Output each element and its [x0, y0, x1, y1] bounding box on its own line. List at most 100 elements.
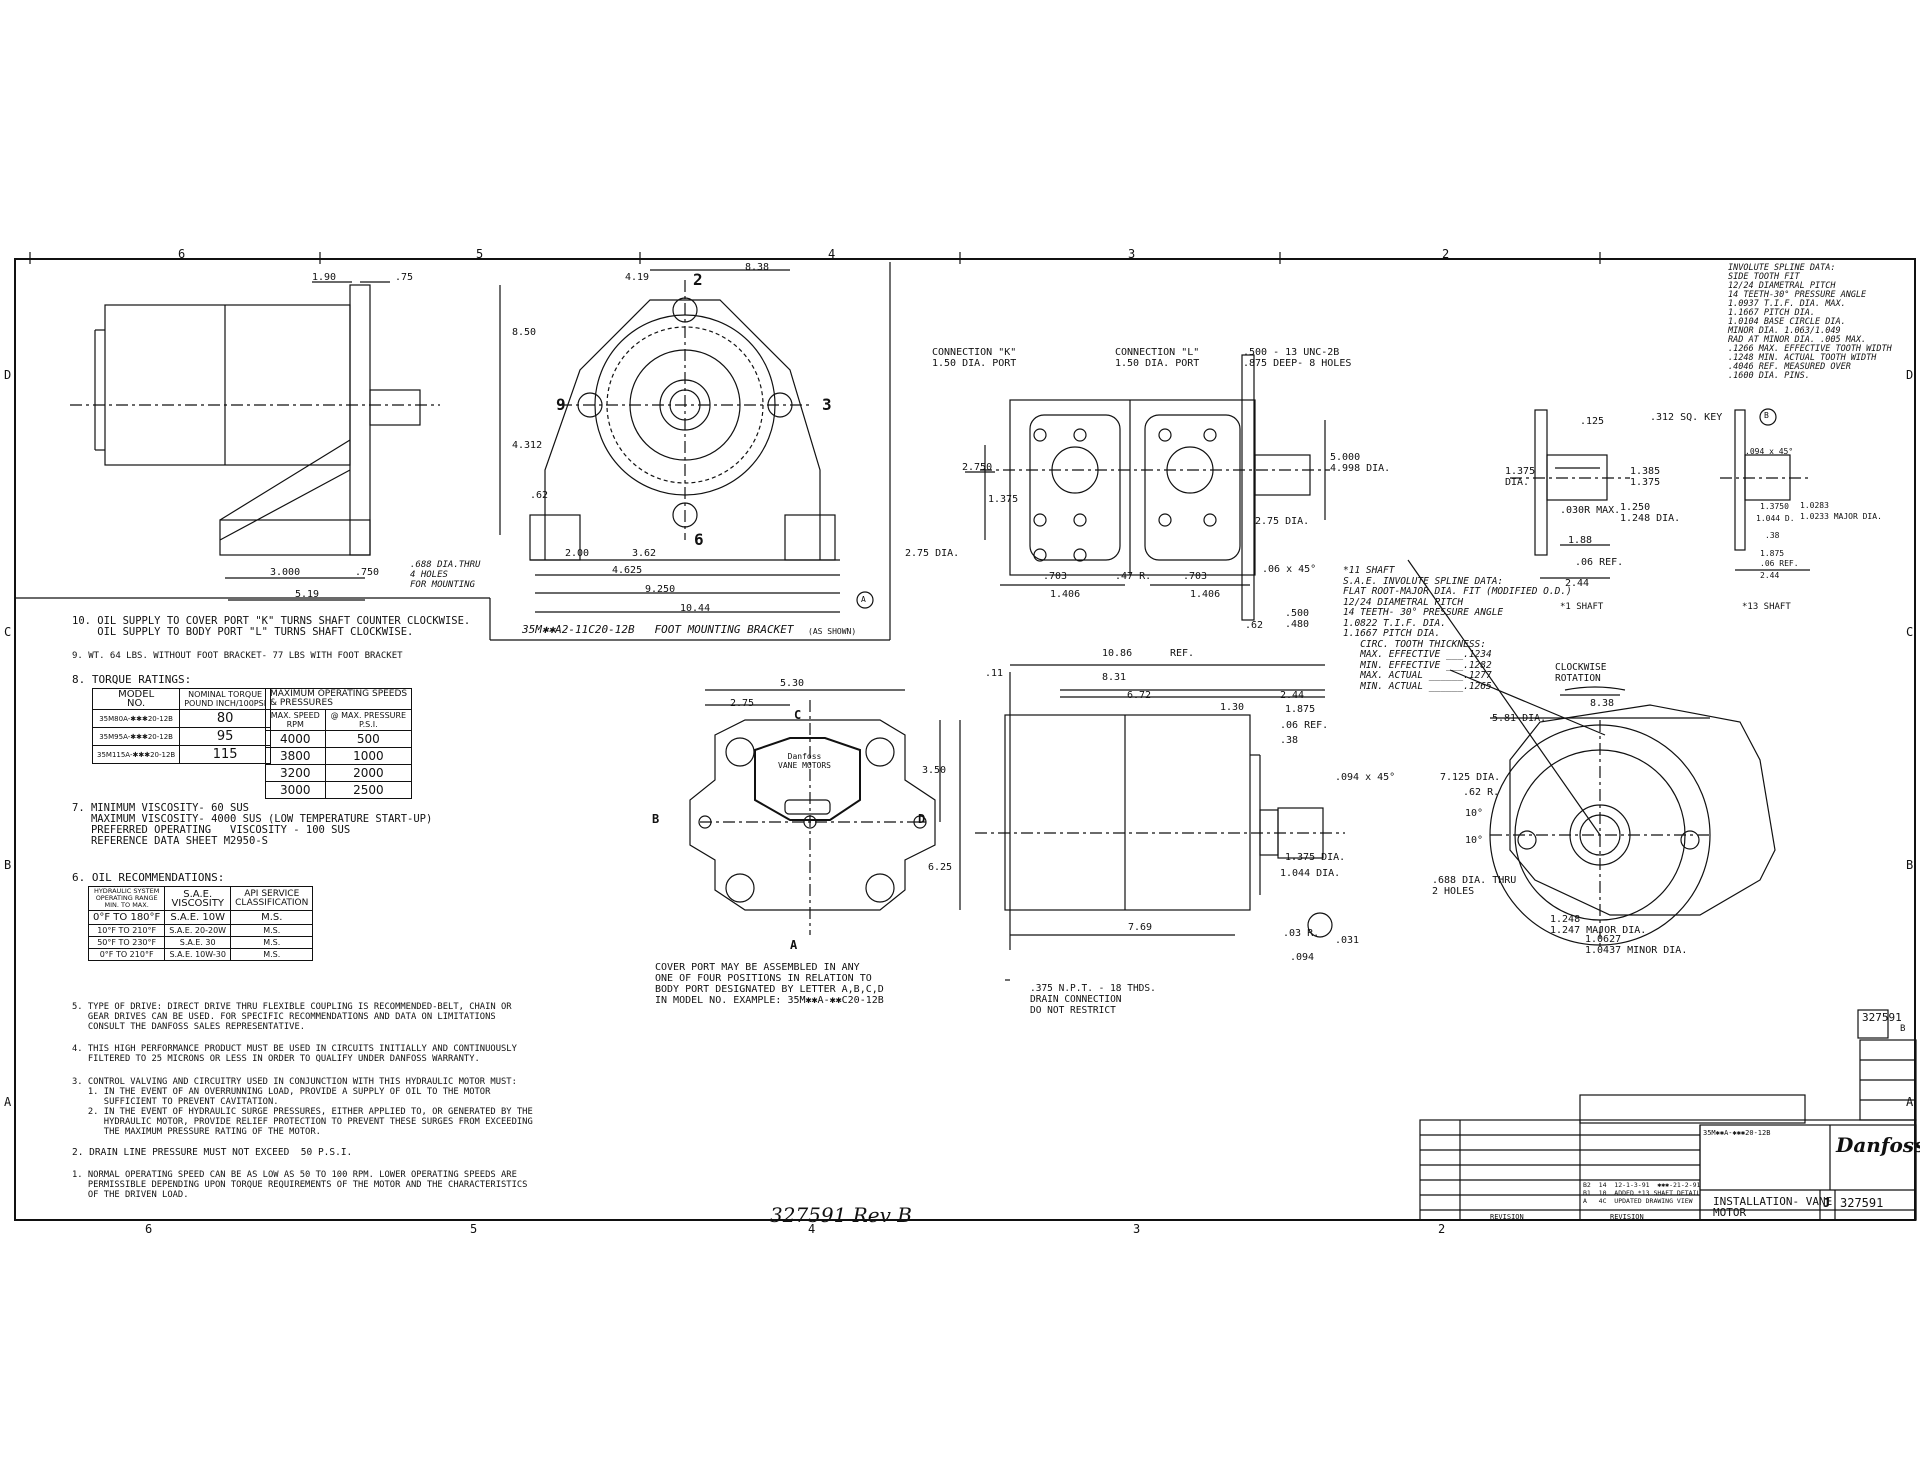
dim-elev-11: 1.375 DIA. — [1285, 852, 1346, 863]
dim-front-2: 2.75 — [730, 698, 755, 709]
dim-port-5: 1.406 — [1050, 589, 1081, 600]
oil-viscosity: S.A.E. 10W — [164, 910, 232, 925]
letter-c: C — [794, 708, 802, 722]
zone-top-4: 4 — [828, 247, 836, 261]
dim-spline-2: 1.3750 — [1760, 502, 1789, 511]
thread-label: .500 - 13 UNC-2B .875 DEEP- 8 HOLES — [1243, 347, 1352, 369]
dim-front-4: 6.25 — [928, 862, 953, 873]
dim-spline-1: .094 x 45° — [1745, 447, 1794, 456]
oil-header-range: HYDRAULIC SYSTEM OPERATING RANGE MIN. TO… — [87, 886, 166, 911]
port-label-2: 2 — [693, 270, 703, 289]
spline-circle-label: B — [1764, 411, 1769, 420]
oil-api: M.S. — [230, 948, 314, 961]
bracket-view — [499, 269, 874, 613]
handwritten-revision: 327591 Rev B — [770, 1203, 912, 1227]
speed-rpm: 4000 — [265, 730, 326, 748]
zone-right-b: B — [1906, 858, 1914, 872]
table-row: 35M115A-✱✱✱20-12B 115 — [91, 745, 272, 764]
dim-front-1: 5.30 — [780, 678, 805, 689]
revision-label-1: REVISION — [1490, 1213, 1524, 1221]
dim-shaft-3: 1.375 DIA. — [1505, 466, 1536, 488]
dim-spline-5: 1.875 — [1760, 549, 1785, 558]
revision-entry-1: B2 14 12-1-3-91 ✱✱✱-21-2-91 — [1583, 1181, 1701, 1189]
speed-table-title: MAXIMUM OPERATING SPEEDS & PRESSURES — [264, 688, 413, 710]
dim-port-8: 1.406 — [1190, 589, 1221, 600]
shaft-1-label: *1 SHAFT — [1560, 602, 1604, 612]
note-7: 7. MINIMUM VISCOSITY- 60 SUS MAXIMUM VIS… — [72, 802, 433, 847]
note-9: 9. WT. 64 LBS. WITHOUT FOOT BRACKET- 77 … — [72, 651, 403, 661]
dim-end-1: 8.38 — [1590, 698, 1615, 709]
bracket-circle-label: A — [861, 595, 866, 604]
zone-left-b: B — [4, 858, 12, 872]
dim-elev-7: 1.875 — [1285, 704, 1316, 715]
oil-api: M.S. — [230, 910, 314, 925]
dim-port-13: 5.000 4.998 DIA. — [1330, 452, 1391, 474]
dim-port-9: 2.75 DIA. — [1255, 516, 1310, 527]
note-10: 10. OIL SUPPLY TO COVER PORT "K" TURNS S… — [72, 615, 471, 638]
dim-port-3: 2.75 DIA. — [905, 548, 960, 559]
oil-viscosity: S.A.E. 10W-30 — [164, 948, 232, 961]
dim-elev-14: .11 — [985, 668, 1004, 679]
drain-note: .375 N.P.T. - 18 THDS. DRAIN CONNECTION … — [1030, 983, 1156, 1016]
connection-k-label: CONNECTION "K" 1.50 DIA. PORT — [932, 347, 1017, 369]
torque-model: 35M95A-✱✱✱20-12B — [91, 727, 181, 746]
revision-label-2: REVISION — [1610, 1213, 1644, 1221]
note-4: 4. THIS HIGH PERFORMANCE PRODUCT MUST BE… — [72, 1044, 517, 1064]
oil-viscosity: S.A.E. 20-20W — [164, 924, 232, 937]
speed-header-psi: @ MAX. PRESSURE P.S.I. — [324, 709, 413, 731]
drawing-size: J — [1823, 1196, 1831, 1210]
bracket-caption-note: (AS SHOWN) — [808, 627, 857, 636]
dim-front-3: 3.50 — [922, 765, 947, 776]
dim-elev-2: REF. — [1170, 648, 1195, 659]
oil-table: HYDRAULIC SYSTEM OPERATING RANGE MIN. TO… — [87, 886, 314, 961]
zone-right-d: D — [1906, 368, 1914, 382]
speed-psi: 1000 — [324, 747, 413, 765]
dim-end-7: .688 DIA. THRU 2 HOLES — [1432, 875, 1517, 897]
speed-table: MAXIMUM OPERATING SPEEDS & PRESSURES MAX… — [264, 688, 413, 799]
zone-top-5: 5 — [476, 247, 484, 261]
revision-entry-3: A 4C UPDATED DRAWING VIEW — [1583, 1197, 1693, 1205]
dim-elev-13: 7.69 — [1128, 922, 1153, 933]
dim-spline-4: .38 — [1765, 531, 1780, 540]
speed-header-rpm: MAX. SPEED RPM — [265, 709, 326, 731]
elevation-view — [975, 664, 1345, 981]
zone-top-3: 3 — [1128, 247, 1136, 261]
spline-shaft-view — [1720, 408, 1810, 571]
dim-end-4: .62 R. — [1463, 787, 1500, 798]
involute-spline-data: INVOLUTE SPLINE DATA: SIDE TOOTH FIT 12/… — [1728, 263, 1892, 381]
dim-port-6: .47 R. — [1115, 571, 1152, 582]
dim-side-1: 1.90 — [312, 272, 337, 283]
torque-header-torque: NOMINAL TORQUE POUND INCH/100PSI — [179, 688, 272, 710]
dim-side-2: .75 — [395, 272, 414, 283]
dim-port-10: .06 x 45° — [1262, 564, 1317, 575]
zone-right-c: C — [1906, 625, 1914, 639]
table-row: 35M80A-✱✱✱20-12B 80 — [91, 709, 272, 728]
torque-value: 115 — [179, 745, 272, 764]
note-5: 5. TYPE OF DRIVE: DIRECT DRIVE THRU FLEX… — [72, 1002, 512, 1032]
dim-bracket-8: 4.625 — [612, 565, 643, 576]
zone-left-c: C — [4, 625, 12, 639]
drawing-title: INSTALLATION- VANE MOTOR — [1713, 1195, 1833, 1219]
letter-b: B — [652, 812, 660, 826]
dim-spline-3: 1.044 D. — [1756, 514, 1795, 523]
dim-elev-9: .38 — [1280, 735, 1299, 746]
dim-bracket-4: 4.312 — [512, 440, 543, 451]
dim-shaft-4: 1.385 1.375 — [1630, 466, 1661, 488]
oil-api: M.S. — [230, 924, 314, 937]
zone-bottom-6: 6 — [145, 1222, 153, 1236]
dim-bracket-7: 3.62 — [632, 548, 657, 559]
zone-bottom-5: 5 — [470, 1222, 478, 1236]
letter-a: A — [790, 938, 798, 952]
dim-end-3: 7.125 DIA. — [1440, 772, 1501, 783]
torque-model: 35M115A-✱✱✱20-12B — [91, 745, 181, 764]
dim-end-6: 10° — [1465, 835, 1484, 846]
dim-bracket-6: 2.00 — [565, 548, 590, 559]
note-2: 2. DRAIN LINE PRESSURE MUST NOT EXCEED 5… — [72, 1147, 353, 1158]
danfoss-logo: Danfoss — [1836, 1133, 1920, 1157]
dim-bracket-5: .62 — [530, 490, 549, 501]
shaft-11-spline-data: *11 SHAFT S.A.E. INVOLUTE SPLINE DATA: F… — [1343, 565, 1572, 692]
dim-side-3: 3.000 — [270, 567, 301, 578]
